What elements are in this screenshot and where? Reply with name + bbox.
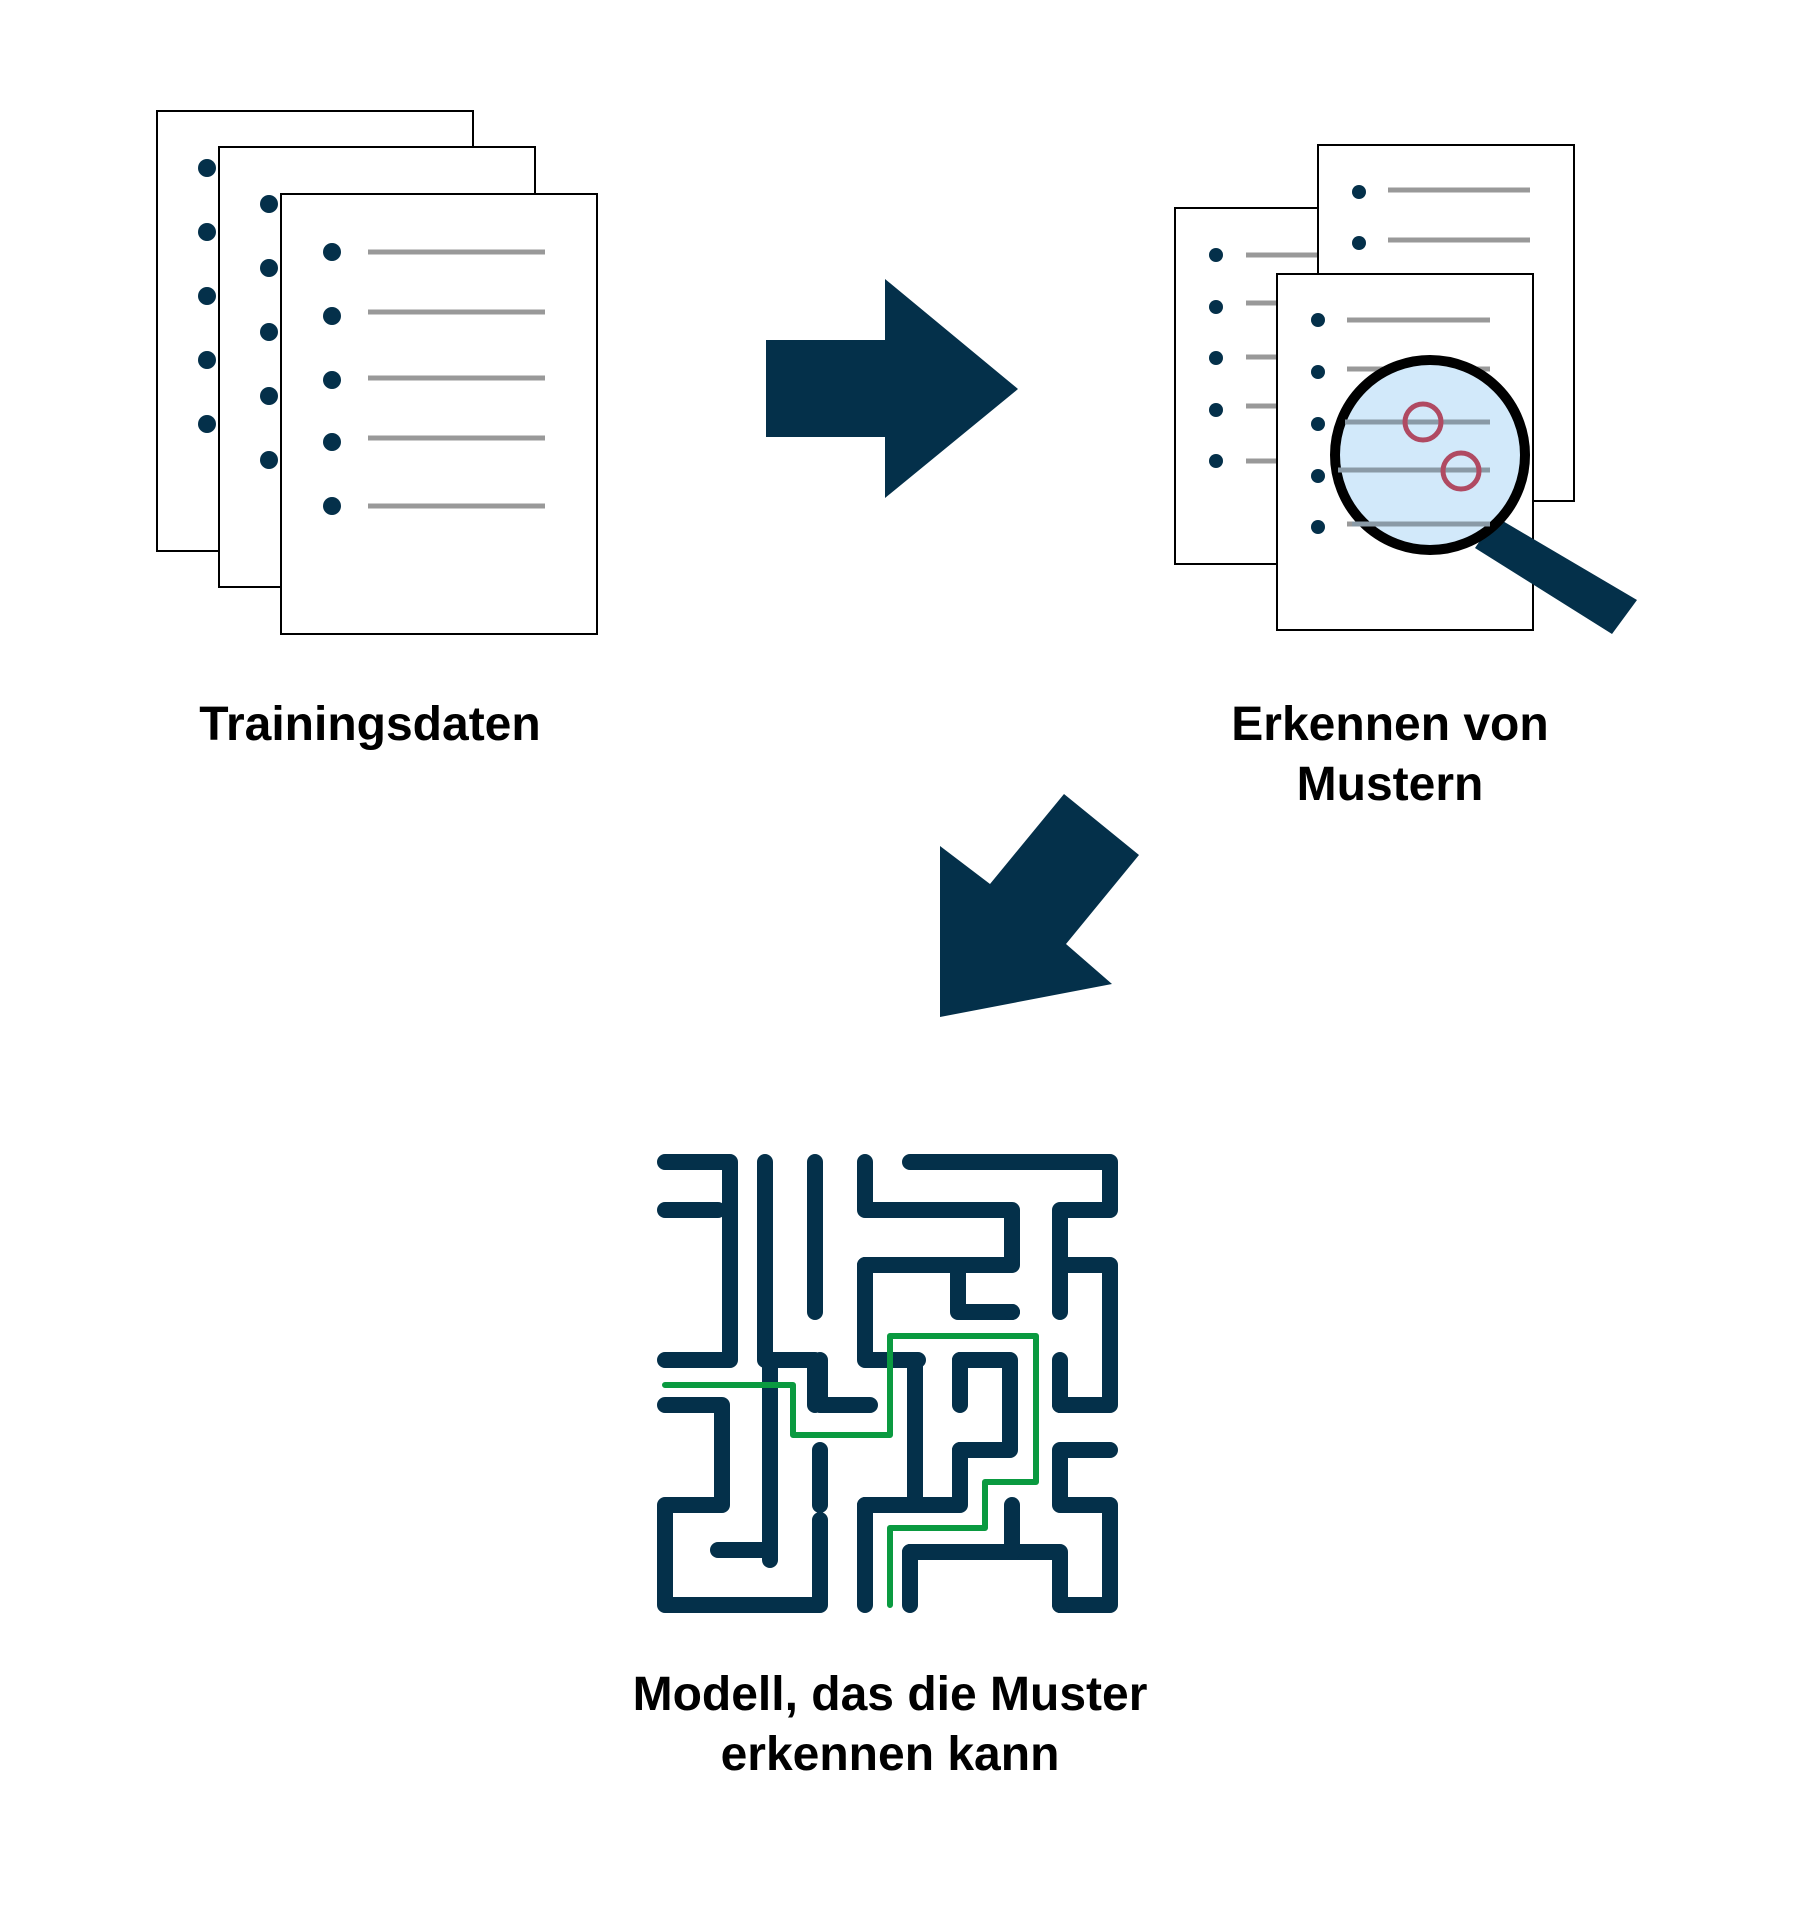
maze-solution-path [662,1333,1039,1608]
training-data-label-line1: Trainingsdaten [199,698,541,751]
pattern-highlights [1402,401,1482,492]
lens-lines [1338,419,1490,527]
magnifier-lens [1330,355,1530,555]
pattern-recognition-label-line1: Erkennen von [1231,698,1549,751]
maze-icon [657,1154,1118,1613]
model-label: Modell, das die Muster erkennen kann [540,1665,1240,1785]
model-label-line2: erkennen kann [720,1728,1060,1781]
magnifier-documents-icon [1174,144,1637,634]
pattern-recognition-label: Erkennen von Mustern [1150,695,1630,815]
magnifier-handle [1475,517,1637,634]
model-label-line1: Modell, das die Muster [632,1668,1148,1721]
pattern-recognition-label-line2: Mustern [1296,758,1484,811]
document-front [280,193,598,635]
training-data-label: Trainingsdaten [100,695,640,755]
document-stack-icon [156,110,598,635]
arrow-right-icon [766,279,1018,498]
arrow-down-left-icon [940,794,1139,1017]
